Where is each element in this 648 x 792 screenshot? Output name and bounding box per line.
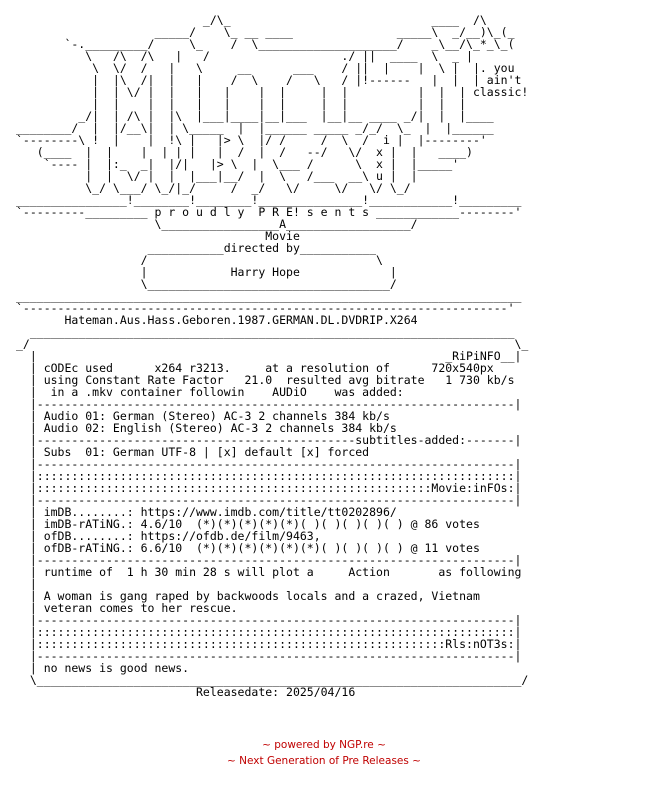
nfo-line: / \: [16, 253, 383, 267]
nfo-line: | using Constant Rate Factor 21.0 result…: [16, 373, 515, 387]
nfo-line: |---------------------------------------…: [16, 493, 522, 507]
nfo-line: | |\ /| | | / \ / \ / |!------ | | | ain…: [16, 73, 522, 87]
nfo-line: _/ \_: [16, 337, 529, 351]
nfo-line: |:::::::::::::::::::::::::::::::::::::::…: [16, 481, 522, 495]
nfo-line: `--------\ ! | | !\ | |> \ |/ / / \ / i …: [16, 133, 487, 147]
nfo-line: | imDB........: https://www.imdb.com/tit…: [16, 505, 397, 519]
nfo-line: | Audio 01: German (Stereo) AC-3 2 chann…: [16, 409, 390, 423]
nfo-line: | ofDB........: https://ofdb.de/film/946…: [16, 529, 321, 543]
nfo-line: |---------------------------------------…: [16, 397, 522, 411]
nfo-line: \_________________A__________________/: [16, 217, 418, 231]
nfo-line: _/\_ ____ /\: [16, 13, 487, 27]
nfo-line: | | \/ | | | | | | | | | | | classic!: [16, 85, 529, 99]
nfo-line: \_/ \___/ \_/|_/ / _/ \/ \/ \/ \_/: [16, 181, 411, 195]
nfo-line: ___________directed by___________: [16, 241, 377, 255]
nfo-line: | ofDB-rATiNG.: 6.6/10 (*)(*)(*)(*)(*)(*…: [16, 541, 480, 555]
nfo-line: `---------_________ p r o u d l y P R E!…: [16, 205, 522, 219]
nfo-line: (____ | | | | | | | / | / --/ \/ x | | _…: [16, 145, 473, 159]
nfo-line: `---- | |:_ _| |/| |> \ | \___ / \ x | |…: [16, 157, 460, 171]
nfo-line: |---------------------------------------…: [16, 649, 522, 663]
nfo-line: | Harry Hope |: [16, 265, 397, 279]
nfo-line: \ /\ /\ | / ./ || ____ \ _ |: [16, 49, 473, 63]
nfo-line: | | | | | | | | | | | | |: [16, 97, 467, 111]
nfo-line: \___________________________________/: [16, 277, 397, 291]
nfo-line: |: [16, 577, 37, 591]
nfo-line: Movie: [16, 229, 300, 243]
footer-tagline: ~ Next Generation of Pre Releases ~: [227, 755, 421, 767]
nfo-line: |---------------------------------------…: [16, 457, 522, 471]
nfo-line: |:::::::::::::::::::::::::::::::::::::::…: [16, 637, 522, 651]
nfo-text-block: _/\_ ____ /\ _____/ \_ __ ____ _____\ _/…: [16, 14, 528, 698]
nfo-line: ________________________________________…: [16, 289, 522, 303]
nfo-line: | veteran comes to her rescue.: [16, 601, 238, 615]
nfo-line: _____/ \_ __ ____ _____\ _/__)\_(_: [16, 25, 515, 39]
nfo-line: |---------------------------------------…: [16, 553, 522, 567]
nfo-line: |:::::::::::::::::::::::::::::::::::::::…: [16, 625, 522, 639]
nfo-line: \ \/ / | \ __ ___ / || | | \ | |. you: [16, 61, 515, 75]
nfo-line: Releasedate: 2025/04/16: [16, 685, 356, 699]
nfo-line: ________________________________________…: [16, 325, 515, 339]
nfo-line: | Subs 01: German UTF-8 | [x] default [x…: [16, 445, 370, 459]
nfo-line: | | \/ | | |___|__/ | \ /___ __\ u | |: [16, 169, 418, 183]
nfo-line: ________________!________!________!_____…: [16, 193, 522, 207]
footer-powered-by: ~ powered by NGP.re ~: [262, 739, 386, 751]
nfo-line: \_______________________________________…: [16, 673, 529, 687]
nfo-line: | Audio 02: English (Stereo) AC-3 2 chan…: [16, 421, 397, 435]
nfo-line: |---------------------------------------…: [16, 613, 522, 627]
nfo-line: `-._________/ \_ / \____________________…: [16, 37, 515, 51]
nfo-line: |---------------------------------------…: [16, 433, 522, 447]
nfo-line: | A woman is gang raped by backwoods loc…: [16, 589, 480, 603]
nfo-line: | runtime of 1 h 30 min 28 s will plot a…: [16, 565, 522, 579]
nfo-line: _/| | /\ | |\ |___|____|__|___ |__|__ __…: [16, 109, 494, 123]
nfo-line: `---------------------------------------…: [16, 301, 515, 315]
nfo-line: | imDB-rATiNG.: 4.6/10 (*)(*)(*)(*)(*)( …: [16, 517, 480, 531]
nfo-line: ________/ | |/__\| | \_____ | |______ __…: [16, 121, 494, 135]
nfo-line: | _RiPiNFO__|: [16, 349, 522, 363]
nfo-line: Hateman.Aus.Hass.Geboren.1987.GERMAN.DL.…: [16, 313, 418, 327]
nfo-line: | no news is good news.: [16, 661, 190, 675]
nfo-line: | cODEc used x264 r3213. at a resolution…: [16, 361, 494, 375]
nfo-line: |:::::::::::::::::::::::::::::::::::::::…: [16, 469, 522, 483]
nfo-line: | in a .mkv container followin AUDiO was…: [16, 385, 404, 399]
